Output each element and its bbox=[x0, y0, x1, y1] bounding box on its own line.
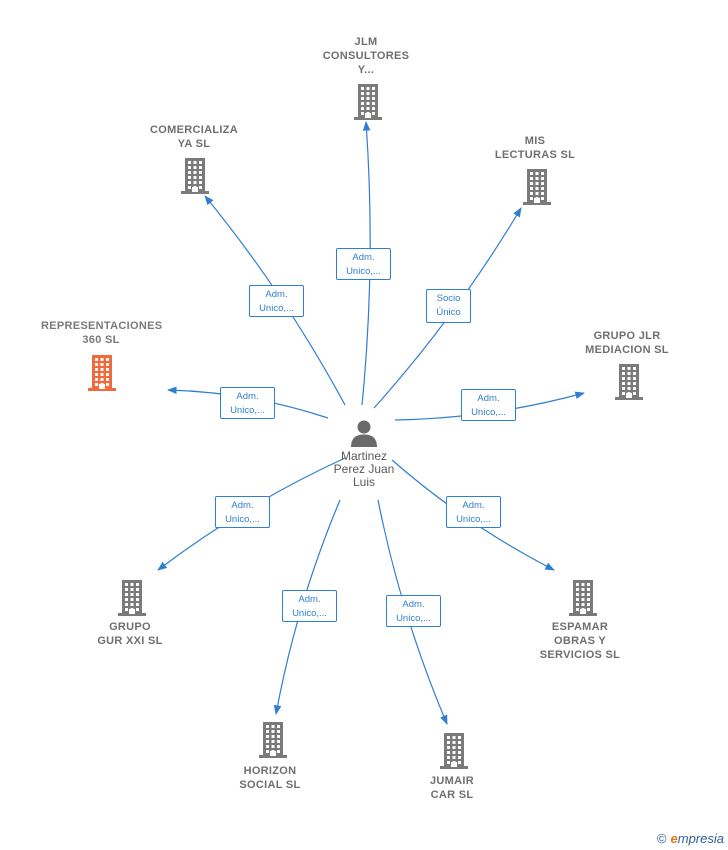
role-tag-jlm[interactable]: Adm. Unico,... bbox=[336, 248, 391, 280]
company-label: ESPAMAR OBRAS Y SERVICIOS SL bbox=[539, 621, 621, 661]
person-icon bbox=[351, 420, 377, 447]
building-icon[interactable] bbox=[568, 580, 598, 621]
company-node-jlm[interactable]: JLM CONSULTORES Y... bbox=[306, 35, 426, 77]
role-tag-representaciones[interactable]: Adm. Unico,... bbox=[220, 387, 275, 419]
building-icon[interactable] bbox=[439, 733, 469, 774]
company-label: MIS LECTURAS SL bbox=[494, 135, 576, 161]
building-icon[interactable] bbox=[258, 722, 288, 763]
building-icon[interactable] bbox=[87, 355, 117, 396]
copyright-symbol: © bbox=[656, 831, 667, 846]
role-tag-grupo-jlr[interactable]: Adm. Unico,... bbox=[461, 389, 516, 421]
building-icon[interactable] bbox=[353, 84, 383, 125]
company-node-grupo-jlr[interactable]: GRUPO JLR MEDIACION SL bbox=[567, 329, 687, 357]
company-label: COMERCIALIZA YA SL bbox=[150, 124, 238, 150]
brand-logo[interactable]: empresia bbox=[670, 831, 724, 846]
role-tag-grupo-gur[interactable]: Adm. Unico,... bbox=[215, 496, 270, 528]
company-label: JLM CONSULTORES Y... bbox=[322, 36, 410, 76]
company-node-jumair[interactable]: JUMAIR CAR SL bbox=[392, 774, 512, 802]
role-tag-horizon[interactable]: Adm. Unico,... bbox=[282, 590, 337, 622]
copyright-footer: © empresia bbox=[657, 831, 724, 846]
company-label: JUMAIR CAR SL bbox=[430, 775, 474, 801]
company-label: GRUPO GUR XXI SL bbox=[97, 621, 163, 647]
role-tag-comercializa[interactable]: Adm. Unico,... bbox=[249, 285, 304, 317]
company-node-horizon[interactable]: HORIZON SOCIAL SL bbox=[210, 764, 330, 792]
company-node-mis-lecturas[interactable]: MIS LECTURAS SL bbox=[475, 134, 595, 162]
company-label: HORIZON SOCIAL SL bbox=[239, 765, 301, 791]
role-tag-mis-lecturas[interactable]: Socio Único bbox=[426, 289, 471, 323]
building-icon[interactable] bbox=[614, 364, 644, 405]
company-node-comercializa[interactable]: COMERCIALIZA YA SL bbox=[134, 123, 254, 151]
company-node-grupo-gur[interactable]: GRUPO GUR XXI SL bbox=[70, 620, 190, 648]
person-node[interactable]: Martinez Perez Juan Luis bbox=[319, 418, 409, 489]
role-tag-jumair[interactable]: Adm. Unico,... bbox=[386, 595, 441, 627]
company-node-representaciones[interactable]: REPRESENTACIONES 360 SL bbox=[41, 319, 163, 347]
company-label: GRUPO JLR MEDIACION SL bbox=[585, 330, 669, 356]
role-tag-espamar[interactable]: Adm. Unico,... bbox=[446, 496, 501, 528]
company-node-espamar[interactable]: ESPAMAR OBRAS Y SERVICIOS SL bbox=[520, 620, 640, 662]
building-icon[interactable] bbox=[522, 169, 552, 210]
building-icon[interactable] bbox=[180, 158, 210, 199]
person-name: Martinez Perez Juan Luis bbox=[333, 449, 395, 489]
building-icon[interactable] bbox=[117, 580, 147, 621]
company-label: REPRESENTACIONES 360 SL bbox=[41, 320, 163, 346]
